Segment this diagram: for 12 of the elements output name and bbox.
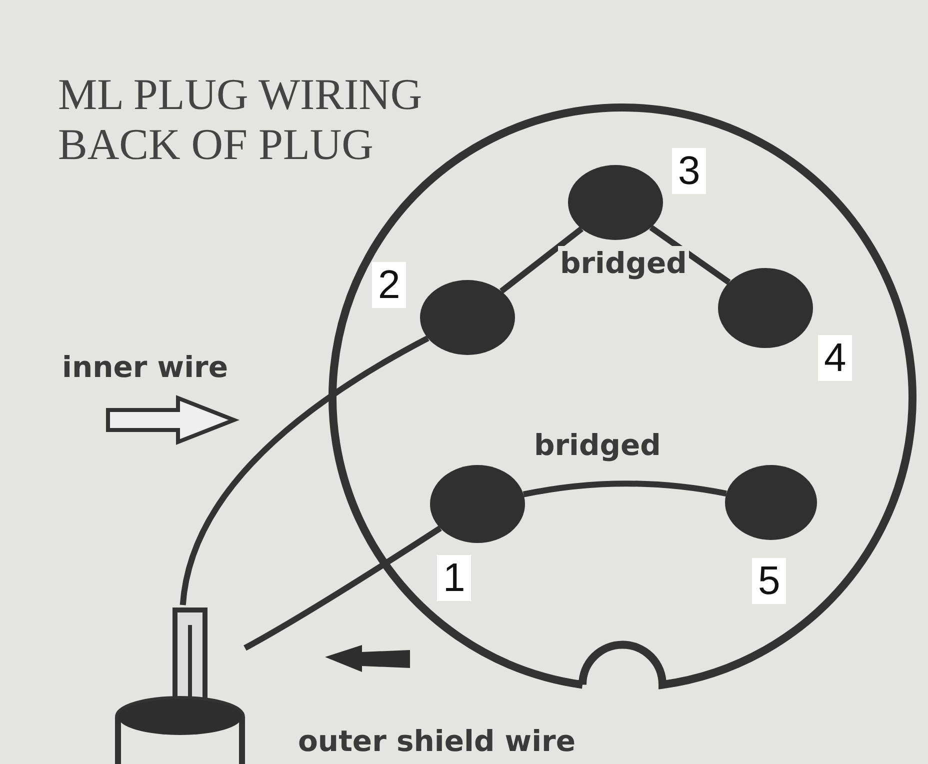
title: ML PLUG WIRING BACK OF PLUG — [58, 70, 424, 170]
wire — [244, 526, 442, 651]
pin-number: 5 — [752, 558, 786, 604]
wire — [522, 480, 727, 498]
wire — [180, 336, 430, 606]
wire — [649, 225, 731, 285]
pin-number: 2 — [372, 262, 406, 308]
pin-number: 3 — [672, 148, 706, 194]
pin-number: 1 — [437, 555, 472, 601]
wire — [500, 226, 584, 294]
pin-number: 4 — [818, 335, 852, 381]
edge-label: bridged — [558, 246, 689, 280]
